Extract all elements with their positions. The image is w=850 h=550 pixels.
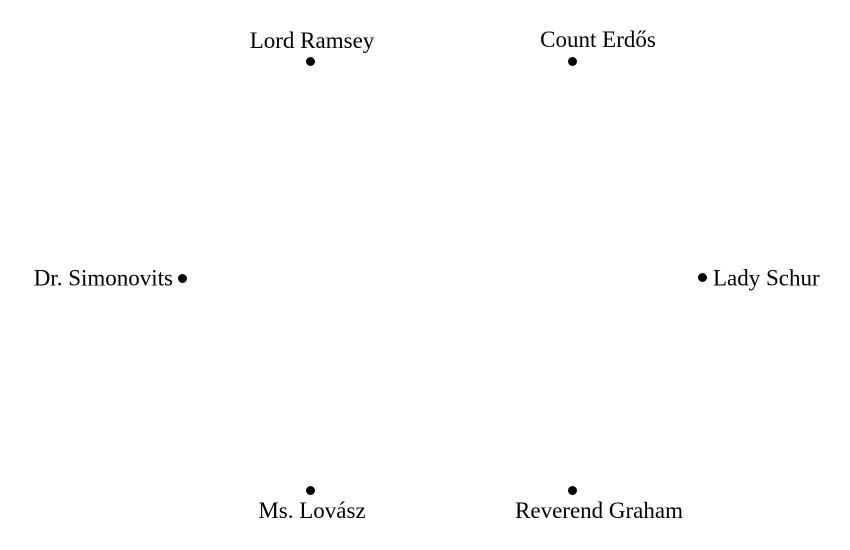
graph-node-lord-ramsey[interactable] [305, 56, 315, 66]
graph-node-dr-simonovits[interactable] [177, 273, 187, 283]
graph-node-label-count-erdos: Count Erdős [540, 27, 656, 52]
graph-node-reverend-graham[interactable] [567, 485, 577, 495]
graph-node-label-ms-lovasz: Ms. Lovász [258, 498, 366, 523]
graph-node-lady-schur[interactable] [697, 272, 707, 282]
graph-node-label-dr-simonovits: Dr. Simonovits [33, 265, 173, 291]
graph-node-label-reverend-graham: Reverend Graham [515, 498, 683, 523]
graph-node-count-erdos[interactable] [567, 56, 577, 66]
graph-node-label-lord-ramsey: Lord Ramsey [249, 28, 375, 53]
graph-node-label-lady-schur: Lady Schur [713, 265, 820, 291]
graph-node-ms-lovasz[interactable] [305, 485, 315, 495]
